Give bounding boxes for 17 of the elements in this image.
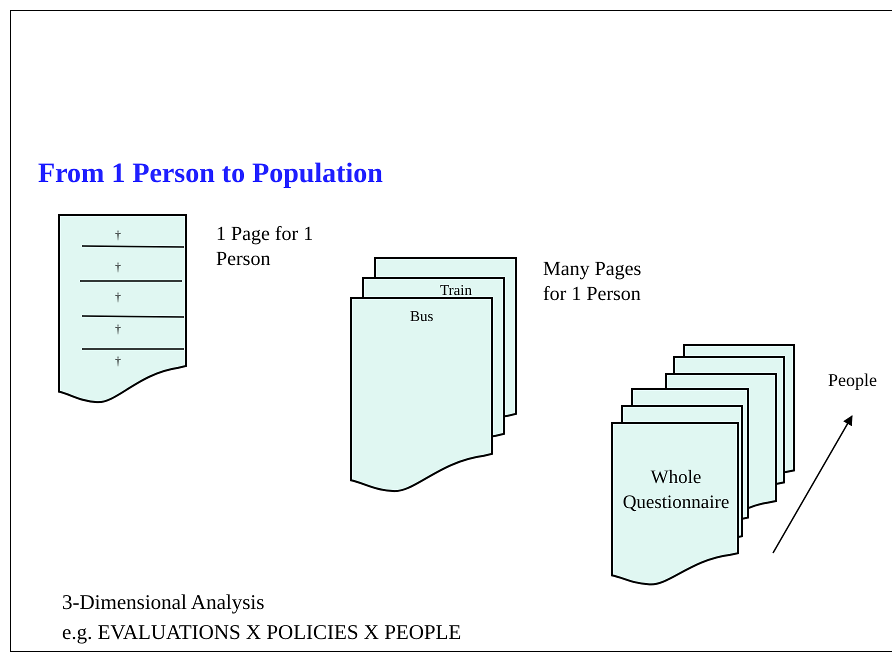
page-caption: Many Pages for 1 Person	[543, 257, 642, 307]
document-page	[58, 214, 187, 404]
dagger-mark: †	[115, 290, 121, 305]
page-label: Bus	[410, 309, 434, 326]
page-stack	[350, 257, 517, 494]
page-label: Whole Questionnaire	[622, 466, 730, 515]
axis-label: People	[828, 370, 877, 391]
dagger-mark: †	[115, 322, 121, 337]
page-stack	[611, 344, 795, 586]
page-caption: 1 Page for 1 Person	[216, 222, 314, 272]
dagger-mark: †	[115, 354, 121, 369]
dagger-mark: †	[115, 260, 121, 275]
slide-title: From 1 Person to Population	[38, 158, 383, 190]
page-label: Train	[440, 283, 472, 300]
note-text: e.g. EVALUATIONS X POLICIES X PEOPLE	[62, 620, 462, 645]
note-text: 3-Dimensional Analysis	[62, 590, 264, 615]
dagger-mark: †	[115, 228, 121, 243]
